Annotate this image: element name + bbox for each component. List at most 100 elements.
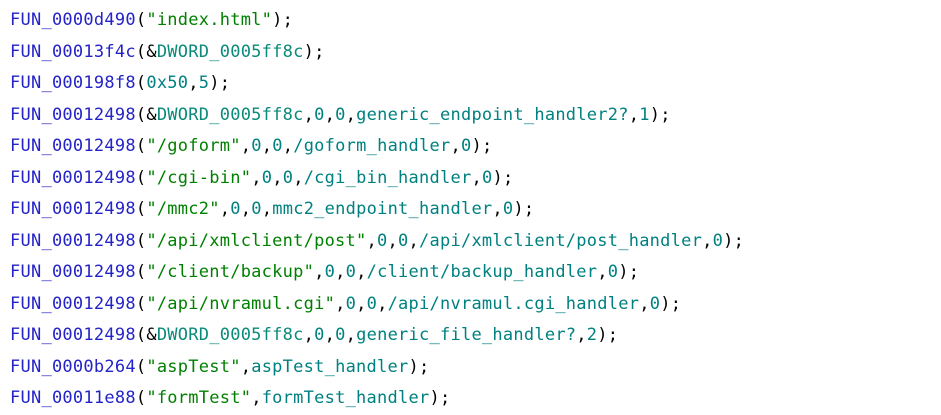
punctuation: , [366, 230, 378, 251]
punctuation: , [628, 104, 640, 125]
data-label[interactable]: DWORD_0005ff8c [156, 104, 304, 125]
punctuation: ( [135, 10, 147, 30]
string-literal: "/client/backup" [146, 262, 315, 282]
string-literal: "/api/nvramul.cgi" [146, 293, 336, 314]
code-line[interactable]: FUN_00012498("/client/backup",0,0,/clien… [10, 257, 941, 289]
punctuation: ); [597, 325, 619, 345]
numeric-literal: 0 [230, 199, 241, 219]
code-line[interactable]: FUN_00012498(&DWORD_0005ff8c,0,0,generic… [10, 320, 941, 352]
numeric-literal: 0 [314, 325, 325, 345]
function-call-name[interactable]: FUN_0000d490 [10, 10, 136, 30]
function-call-name[interactable]: FUN_00012498 [10, 136, 136, 156]
string-literal: "aspTest" [146, 356, 241, 377]
numeric-literal: 0 [282, 167, 294, 188]
handler-identifier[interactable]: aspTest_handler [251, 356, 409, 377]
numeric-literal: 0 [712, 230, 724, 251]
punctuation: , [261, 199, 273, 219]
numeric-literal: 0 [398, 230, 409, 251]
data-label[interactable]: DWORD_0005ff8c [156, 325, 304, 345]
handler-identifier[interactable]: /goform_handler [293, 136, 451, 156]
code-line[interactable]: FUN_00012498("/goform",0,0,/goform_handl… [10, 131, 941, 163]
function-call-name[interactable]: FUN_00011e88 [10, 388, 136, 408]
numeric-literal: 0 [345, 293, 357, 314]
punctuation: (& [135, 41, 157, 62]
numeric-literal: 0 [481, 167, 493, 188]
data-label[interactable]: DWORD_0005ff8c [156, 41, 304, 62]
numeric-literal: 0 [649, 293, 661, 314]
numeric-literal: 0 [502, 199, 514, 219]
punctuation: , [576, 325, 587, 345]
punctuation: ( [135, 262, 147, 282]
handler-identifier[interactable]: mmc2_endpoint_handler [272, 199, 493, 219]
code-line[interactable]: FUN_00012498("/mmc2",0,0,mmc2_endpoint_h… [10, 194, 941, 226]
punctuation: , [356, 262, 367, 282]
numeric-literal: 0 [314, 104, 325, 125]
numeric-literal: 5 [198, 73, 210, 93]
punctuation: ( [135, 73, 147, 93]
numeric-literal: 0 [366, 293, 378, 314]
string-literal: "index.html" [146, 10, 273, 30]
function-call-name[interactable]: FUN_00012498 [10, 199, 136, 219]
punctuation: , [597, 262, 608, 282]
punctuation: , [282, 136, 294, 156]
punctuation: ); [492, 167, 514, 188]
handler-identifier[interactable]: formTest_handler [261, 388, 430, 408]
string-literal: "/api/xmlclient/post" [146, 230, 367, 251]
punctuation: ( [135, 293, 147, 314]
function-call-name[interactable]: FUN_00013f4c [10, 41, 136, 62]
code-line[interactable]: FUN_0000b264("aspTest",aspTest_handler); [10, 352, 941, 384]
numeric-literal: 0 [345, 262, 357, 282]
handler-identifier[interactable]: generic_file_handler? [356, 325, 577, 345]
numeric-literal: 0 [607, 262, 619, 282]
punctuation: ); [618, 262, 640, 282]
punctuation: , [251, 388, 262, 408]
punctuation: , [240, 199, 252, 219]
punctuation: ( [135, 388, 147, 408]
code-line[interactable]: FUN_00011e88("formTest",formTest_handler… [10, 383, 941, 415]
function-call-name[interactable]: FUN_00012498 [10, 262, 136, 282]
numeric-literal: 0 [251, 199, 262, 219]
numeric-literal: 2 [586, 325, 598, 345]
code-line[interactable]: FUN_0000d490("index.html"); [10, 5, 941, 37]
punctuation: ); [660, 293, 682, 314]
code-line[interactable]: FUN_00012498("/api/nvramul.cgi",0,0,/api… [10, 289, 941, 321]
punctuation: , [240, 136, 252, 156]
punctuation: ( [135, 167, 147, 188]
handler-identifier[interactable]: /api/xmlclient/post_handler [419, 230, 703, 251]
code-line[interactable]: FUN_00012498("/api/xmlclient/post",0,0,/… [10, 226, 941, 258]
punctuation: ); [429, 388, 451, 408]
code-line[interactable]: FUN_00012498("/cgi-bin",0,0,/cgi_bin_han… [10, 163, 941, 195]
handler-identifier[interactable]: /api/nvramul.cgi_handler [387, 293, 640, 314]
punctuation: ( [135, 356, 147, 377]
punctuation: , [251, 167, 262, 188]
function-call-name[interactable]: FUN_0000b264 [10, 356, 136, 377]
function-call-name[interactable]: FUN_00012498 [10, 104, 136, 125]
numeric-literal: 0 [272, 136, 283, 156]
function-call-name[interactable]: FUN_00012498 [10, 293, 136, 314]
punctuation: , [471, 167, 482, 188]
handler-identifier[interactable]: /cgi_bin_handler [303, 167, 472, 188]
punctuation: ); [408, 356, 430, 377]
code-line[interactable]: FUN_000198f8(0x50,5); [10, 68, 941, 100]
numeric-literal: 0x50 [146, 73, 189, 93]
function-call-name[interactable]: FUN_00012498 [10, 230, 136, 251]
punctuation: , [335, 262, 346, 282]
function-call-name[interactable]: FUN_00012498 [10, 167, 136, 188]
string-literal: "/cgi-bin" [146, 167, 252, 188]
code-line[interactable]: FUN_00013f4c(&DWORD_0005ff8c); [10, 37, 941, 69]
punctuation: , [324, 325, 336, 345]
punctuation: (& [135, 104, 157, 125]
punctuation: , [188, 73, 199, 93]
punctuation: ( [135, 199, 147, 219]
numeric-literal: 0 [261, 167, 273, 188]
function-call-name[interactable]: FUN_00012498 [10, 325, 136, 345]
punctuation: , [377, 293, 388, 314]
punctuation: , [293, 167, 304, 188]
handler-identifier[interactable]: generic_endpoint_handler2? [356, 104, 629, 125]
code-line[interactable]: FUN_00012498(&DWORD_0005ff8c,0,0,generic… [10, 100, 941, 132]
handler-identifier[interactable]: /client/backup_handler [366, 262, 598, 282]
punctuation: , [240, 356, 252, 377]
punctuation: ); [649, 104, 671, 125]
function-call-name[interactable]: FUN_000198f8 [10, 73, 136, 93]
